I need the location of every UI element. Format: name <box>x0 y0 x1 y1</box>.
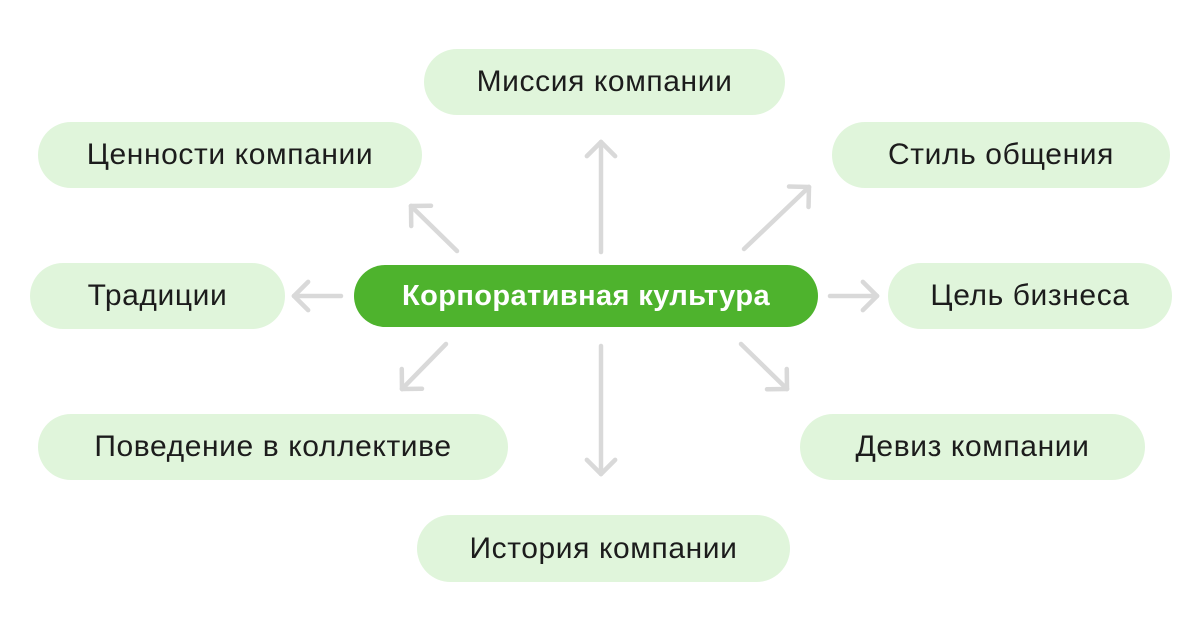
arrow-down <box>584 343 618 477</box>
node-team-behavior-label: Поведение в коллективе <box>94 430 452 463</box>
node-company-history[interactable]: История компании <box>417 515 790 582</box>
node-company-motto-label: Девиз компании <box>855 430 1090 463</box>
node-mission[interactable]: Миссия компании <box>424 49 785 115</box>
arrow-up-right <box>741 184 812 252</box>
arrow-up <box>584 139 618 255</box>
node-business-goal-label: Цель бизнеса <box>930 279 1130 312</box>
node-communication-style-label: Стиль общения <box>888 138 1114 171</box>
arrow-right <box>827 279 880 313</box>
node-mission-label: Миссия компании <box>476 65 733 98</box>
node-corporate-culture-label: Корпоративная культура <box>402 279 770 312</box>
node-communication-style[interactable]: Стиль общения <box>832 122 1170 188</box>
node-business-goal[interactable]: Цель бизнеса <box>888 263 1172 329</box>
node-values-label: Ценности компании <box>86 138 374 171</box>
node-company-motto[interactable]: Девиз компании <box>800 414 1145 480</box>
node-team-behavior[interactable]: Поведение в коллективе <box>38 414 508 480</box>
node-traditions-label: Традиции <box>87 279 228 312</box>
arrow-down-left <box>399 341 449 392</box>
arrow-up-left <box>408 203 460 254</box>
node-company-history-label: История компании <box>469 531 738 565</box>
node-traditions[interactable]: Традиции <box>30 263 285 329</box>
arrow-down-right <box>738 341 790 392</box>
node-corporate-culture-center[interactable]: Корпоративная культура <box>354 265 818 327</box>
node-values[interactable]: Ценности компании <box>38 122 422 188</box>
arrow-left <box>291 279 344 313</box>
